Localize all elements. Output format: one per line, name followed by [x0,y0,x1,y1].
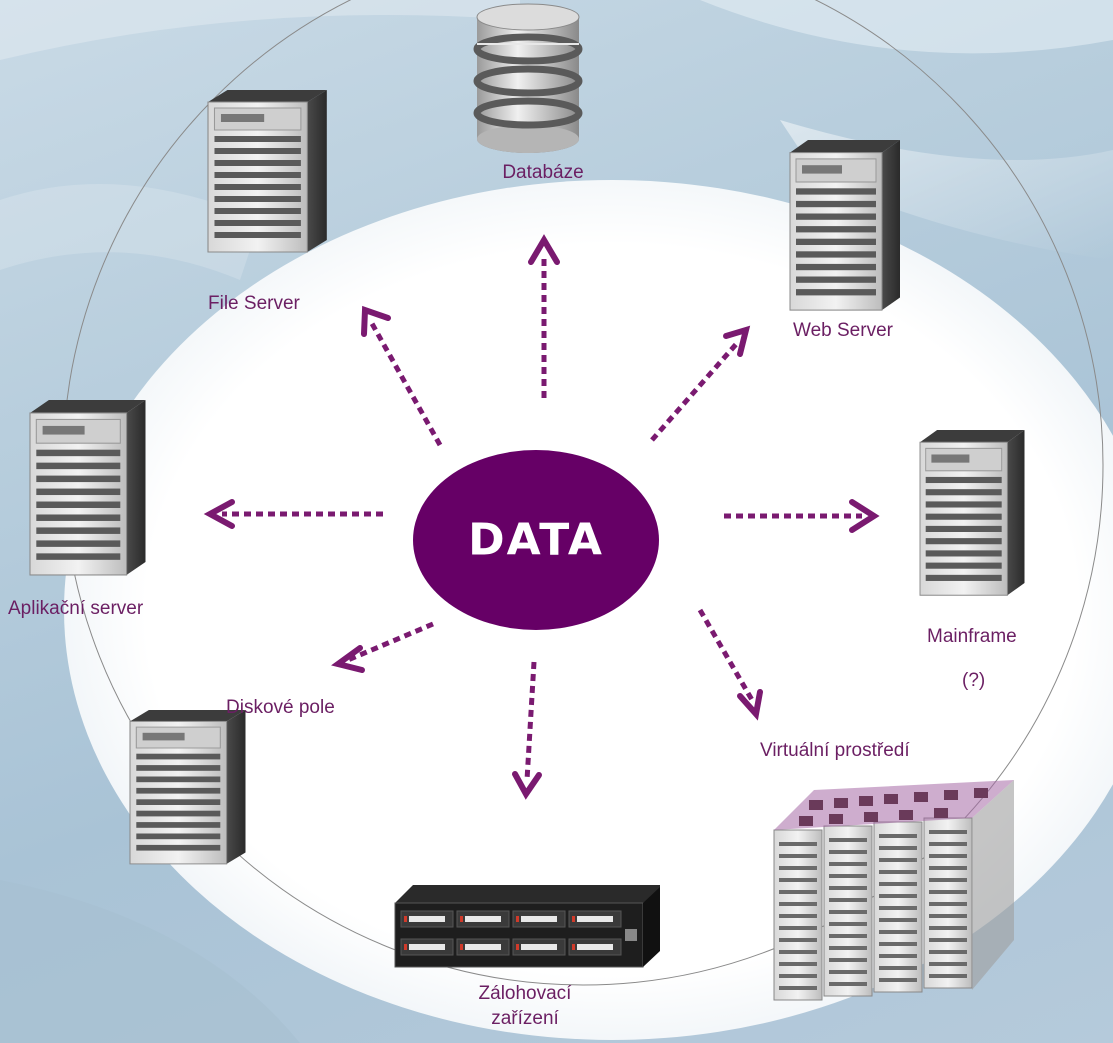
app-server-label: Aplikační server [8,598,144,619]
backup-device-icon [394,885,660,968]
data-ellipse [413,450,659,630]
file-server-icon [207,89,328,253]
mainframe-icon [919,429,1026,596]
web-server-icon [789,139,901,311]
arrowhead-virtual [737,689,763,721]
virtual-environment-icon [773,780,1014,1001]
arrowhead-app-server [203,499,235,529]
mainframe-note: (?) [962,670,986,691]
arrowhead-file-server [361,305,391,337]
arrowhead-backup [512,771,542,800]
database-label: Databáze [502,162,584,183]
arrow-to-web-server [650,340,740,442]
arrow-to-file-server [367,318,443,447]
backup-label-line2: zařízení [491,1008,559,1029]
backup-label-line1: Zálohovací [478,983,572,1004]
arrowhead-disk-array [331,645,365,673]
arrow-to-disk-array [347,621,434,663]
arrowhead-mainframe [849,499,880,533]
disk-array-label: Diskové pole [226,697,335,718]
arrow-to-virtual [697,608,755,702]
virtual-environment-label: Virtuální prostředí [760,740,910,761]
file-server-label: File Server [208,293,300,314]
arrowhead-web-server [723,325,751,357]
web-server-label: Web Server [793,320,893,341]
disk-array-icon [129,709,247,865]
mainframe-label: Mainframe [927,626,1017,647]
arrowhead-database [528,234,560,265]
database-icon [473,3,583,153]
center-data-label: DATA [468,514,604,566]
arrow-to-backup [524,661,537,781]
app-server-icon [29,399,147,576]
